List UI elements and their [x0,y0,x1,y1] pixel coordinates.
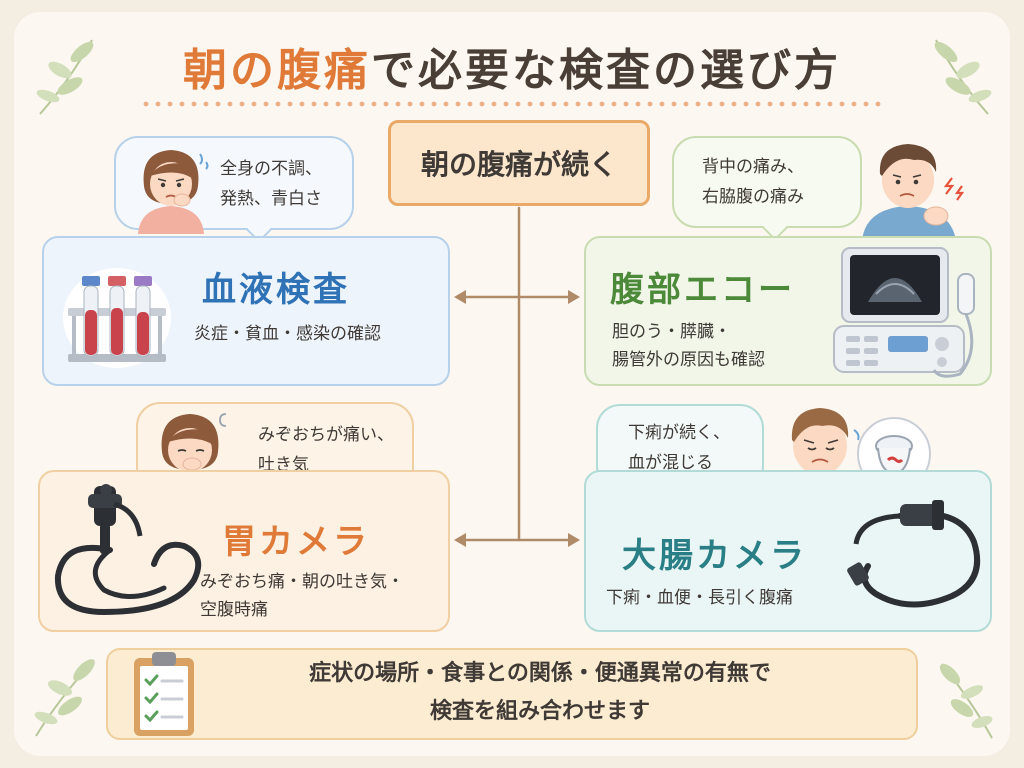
panel-subtitle-gastro-2: 空腹時痛 [200,600,268,620]
bubble-line: 下痢が続く、 [628,423,730,443]
page-title: 朝の腹痛で必要な検査の選び方 [0,34,1024,98]
panel-colonoscopy [584,470,992,632]
woman-worried-icon [138,150,209,234]
panel-title-colon: 大腸カメラ [622,536,807,576]
summary-box [106,648,918,740]
bubble-line: 血が混じる [628,453,713,473]
speech-bubble-echo: 背中の痛み、 右脇腹の痛み [672,136,862,228]
colonoscope-icon [847,500,981,608]
center-symptom-box: 朝の腹痛が続く [388,120,650,206]
leaf-bottom-right-icon [939,663,993,739]
panel-subtitle-colon: 下痢・血便・長引く腹痛 [606,588,793,608]
panel-subtitle-echo-2: 腸管外の原因も確認 [612,350,765,370]
panel-title-blood: 血液検査 [202,270,350,310]
clipboard-checklist-icon [134,652,194,736]
bubble-line: 右脇腹の痛み [702,187,804,207]
summary-line-1: 症状の場所・食事との関係・便通異常の有無で [309,661,771,686]
panel-subtitle-blood: 炎症・貧血・感染の確認 [194,324,381,344]
leaf-top-right-icon [934,39,992,115]
title-underline-dots [140,101,884,107]
ultrasound-machine-icon [833,247,975,378]
bubble-line: 発熱、青白さ [220,189,322,209]
bubble-line: 全身の不調、 [220,159,322,179]
summary-text: 症状の場所・食事との関係・便通異常の有無で 検査を組み合わせます [190,655,890,731]
panel-title-gastro: 胃カメラ [222,522,370,562]
bubble-line: みぞおちが痛い、 [258,425,394,445]
summary-line-2: 検査を組み合わせます [429,699,650,724]
title-rest: で必要な検査の選び方 [371,45,841,96]
man-back-pain-icon [862,144,965,240]
gastroscope-icon [54,484,202,616]
test-tube-rack-icon [63,268,171,368]
title-accent: 朝の腹痛 [183,45,371,96]
leaf-bottom-left-icon [34,659,95,737]
panel-title-echo: 腹部エコー [610,270,795,310]
leaf-top-left-icon [36,39,94,115]
panel-subtitle-echo-1: 胆のう・膵臓・ [612,322,731,342]
bubble-line: 背中の痛み、 [702,157,804,177]
panel-subtitle-gastro-1: みぞおち痛・朝の吐き気・ [200,572,404,592]
